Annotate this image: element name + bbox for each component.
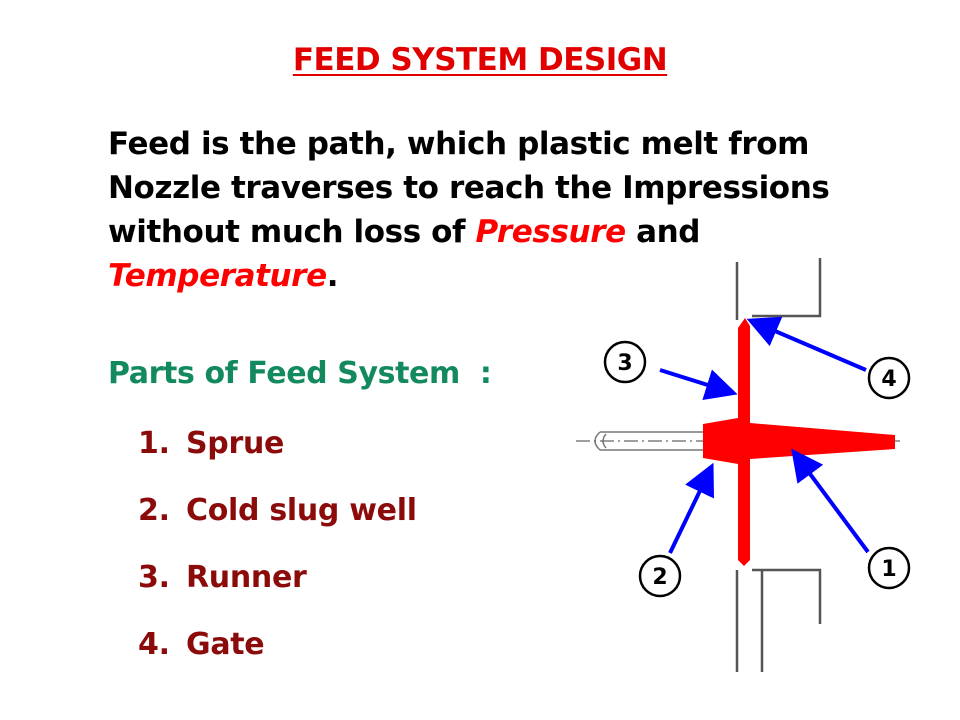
intro-line-3: without much loss of Pressure and: [108, 210, 908, 254]
cold-slug-well-shape: [703, 418, 738, 464]
intro-paragraph: Feed is the path, which plastic melt fro…: [108, 122, 908, 298]
list-item-number: 4.: [138, 627, 170, 662]
parts-list: 1. Sprue 2. Cold slug well 3. Runner 4. Gate: [138, 422, 417, 690]
list-item-label: Runner: [186, 560, 307, 595]
slide-title: FEED SYSTEM DESIGN: [292, 42, 668, 78]
arrow-cold-slug-well: [668, 462, 714, 554]
parts-heading: Parts of Feed System :: [108, 356, 492, 391]
list-item-label: Cold slug well: [186, 493, 417, 528]
intro-line-3-suffix: and: [625, 214, 701, 250]
list-item: 4. Gate: [138, 623, 417, 690]
temperature-highlight: Temperature: [108, 258, 327, 294]
intro-line-3-prefix: without much loss of: [108, 214, 476, 250]
list-item: 1. Sprue: [138, 422, 417, 489]
intro-line-1: Feed is the path, which plastic melt fro…: [108, 126, 810, 162]
arrow-runner: [659, 368, 738, 401]
arrow-gate: [746, 316, 867, 372]
callout-1-label: 1: [881, 557, 896, 582]
callout-1: 1: [867, 546, 911, 590]
runner-shape: [738, 318, 750, 566]
intro-line-4: Temperature.: [108, 254, 908, 298]
list-item-number: 1.: [138, 426, 170, 461]
callout-2-label: 2: [652, 565, 667, 590]
callout-arrows: [659, 316, 870, 554]
list-item-label: Sprue: [186, 426, 285, 461]
arrow-sprue: [791, 448, 870, 554]
list-item-number: 3.: [138, 560, 170, 595]
callout-3: 3: [603, 340, 647, 384]
pressure-highlight: Pressure: [475, 214, 627, 250]
list-item: 3. Runner: [138, 556, 417, 623]
list-item-label: Gate: [186, 627, 265, 662]
list-item: 2. Cold slug well: [138, 489, 417, 556]
feed-system-diagram: 1 2 3 4: [576, 258, 911, 672]
callout-4: 4: [867, 356, 911, 400]
intro-line-4-suffix: .: [326, 258, 339, 294]
sprue-shape: [750, 423, 895, 459]
mould-outline: [735, 258, 822, 672]
callout-4-label: 4: [881, 367, 896, 392]
callout-2: 2: [638, 554, 682, 598]
callout-3-label: 3: [617, 351, 632, 376]
list-item-number: 2.: [138, 493, 170, 528]
intro-line-2: Nozzle traverses to reach the Impression…: [108, 170, 830, 206]
